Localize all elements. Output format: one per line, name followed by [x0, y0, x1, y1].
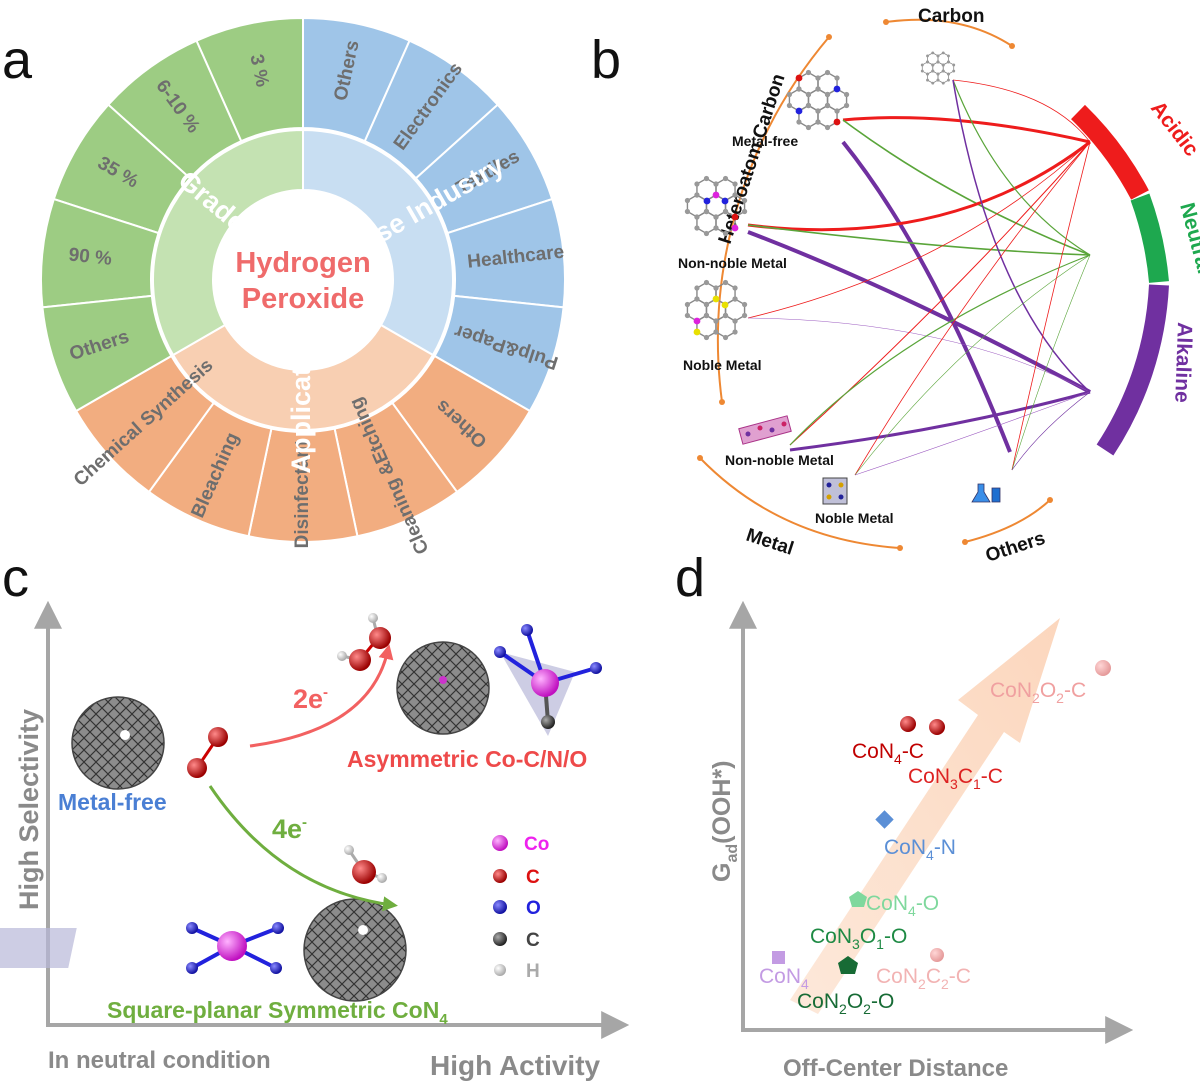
- point-label-con4-o: CoN4-O: [866, 892, 939, 919]
- non-noble-metal-crystal-icon: [738, 415, 792, 445]
- panel-d-label: d: [675, 548, 705, 608]
- label-neutral: Neutral: [1175, 200, 1200, 276]
- square-planar-cage-icon: [303, 898, 407, 1002]
- inner-application-sector: [171, 323, 435, 431]
- panel-c: c High Selectivity In neutral condition …: [0, 548, 630, 1081]
- noble-molecule-icon: [684, 279, 748, 341]
- panel-b-label: b: [591, 30, 621, 90]
- chord-links: [747, 79, 1091, 476]
- grade-sector: [106, 39, 243, 180]
- others-arc: [964, 499, 1051, 543]
- y-axis-label: High Selectivity: [14, 709, 44, 910]
- square-planar-con4-icon: [0, 922, 284, 974]
- panel-a-label: a: [2, 30, 33, 90]
- x-axis-label-left: In neutral condition: [48, 1047, 271, 1074]
- label-metal-free: Metal-free: [732, 133, 798, 149]
- point-marker-con4-n: [875, 810, 894, 829]
- label-non-noble-metal-c: Non-noble Metal: [678, 255, 787, 271]
- non-noble-molecule-icon: [684, 175, 748, 237]
- inner-grade-sector: [152, 128, 304, 357]
- category-heteroatom: Heteroatom Carbon: [715, 71, 790, 246]
- four-e-arrow: [208, 785, 398, 912]
- point-label-con2o2-c: CoN2O2-C: [990, 679, 1086, 706]
- label-noble-metal-c: Noble Metal: [683, 357, 762, 373]
- metal-free-molecule-icon: [786, 69, 850, 131]
- label-alkaline: Alkaline: [1170, 322, 1196, 403]
- metal-free-label: Metal-free: [58, 789, 167, 815]
- x-axis-label-right: High Activity: [430, 1050, 601, 1081]
- point-marker-con2o2-c: [1095, 660, 1111, 676]
- label-noble-metal-m: Noble Metal: [815, 510, 894, 526]
- legend-o-label: O: [526, 898, 541, 919]
- noble-metal-crystal-icon: [822, 477, 848, 505]
- grade-sector: [40, 197, 160, 309]
- application-label: Disinfectant: [292, 439, 313, 548]
- label-non-noble-metal-m: Non-noble Metal: [725, 452, 834, 468]
- square-planar-label: Square-planar Symmetric CoN4: [107, 997, 448, 1028]
- legend-c-label: C: [526, 930, 540, 951]
- legend-c-red-label: C: [526, 867, 540, 888]
- point-marker-con4: [772, 951, 785, 964]
- h2o2-molecule-icon: [337, 613, 391, 671]
- point-marker-con4-c: [900, 716, 916, 732]
- point-label-con2o2-o: CoN2O2-O: [797, 990, 894, 1017]
- asymmetric-cage-icon: [396, 641, 490, 735]
- point-label-con2c2-c: CoN2C2-C: [876, 965, 971, 992]
- d-y-axis-label: Gad(OOH*): [708, 761, 741, 882]
- inner-industry-sector: [302, 128, 454, 357]
- o2-atom-icon: [187, 758, 207, 778]
- two-e-arrow: [249, 644, 394, 748]
- panel-d: d Off-Center Distance Gad(OOH*) CoN2O2-C…: [675, 548, 1134, 1082]
- carbon-arc: [885, 18, 1013, 47]
- panel-b: b Heteroatom Carbon Carbon Metal Others: [591, 6, 1200, 567]
- legend-c-red-icon: [493, 869, 507, 883]
- point-marker-con2o2-o: [838, 956, 858, 974]
- legend-co-label: Co: [524, 834, 549, 855]
- point-label-con4: CoN4: [759, 965, 809, 992]
- h2o-molecule-icon: [344, 845, 387, 884]
- flask-icon: [971, 483, 1001, 503]
- inner-application-label: Application: [286, 327, 316, 474]
- o2-atom-icon: [208, 727, 228, 747]
- legend-c-icon: [493, 932, 507, 946]
- point-marker-con3c1-c: [929, 719, 945, 735]
- category-metal: Metal: [743, 525, 796, 560]
- grade-label: 90 %: [68, 244, 113, 269]
- asymmetric-co-site-icon: [494, 624, 602, 736]
- panel-c-label: c: [2, 548, 29, 608]
- acidic-arc: [1070, 104, 1149, 200]
- legend-o-icon: [493, 900, 507, 914]
- donut-chart: [40, 16, 566, 543]
- d-x-axis-label: Off-Center Distance: [783, 1055, 1008, 1082]
- asymmetric-label: Asymmetric Co-C/N/O: [347, 746, 587, 772]
- legend-h-label: H: [526, 961, 540, 982]
- point-marker-con4-o: [849, 891, 867, 907]
- arc-end-dots: [697, 19, 1053, 551]
- center-title-line2: Peroxide: [242, 283, 365, 315]
- point-label-con3c1-c: CoN3C1-C: [908, 765, 1003, 792]
- center-title-line1: Hydrogen: [235, 247, 370, 279]
- alkaline-arc: [1096, 284, 1169, 456]
- two-e-label: 2e-: [293, 684, 328, 714]
- grade-sector: [195, 16, 304, 143]
- category-carbon: Carbon: [918, 6, 985, 27]
- trend-arrow: [790, 618, 1060, 1014]
- point-marker-con2c2-c: [930, 948, 944, 962]
- grade-sector: [52, 103, 192, 235]
- label-acidic: Acidic: [1146, 97, 1200, 161]
- carbon-molecule-icon: [920, 51, 956, 85]
- metal-arc: [699, 457, 901, 549]
- metal-free-cage-icon: [71, 696, 165, 790]
- neutral-arc: [1130, 193, 1169, 284]
- grade-sector: [41, 294, 173, 413]
- legend-co-icon: [492, 835, 508, 851]
- legend-h-icon: [494, 964, 506, 976]
- atom-legend: Co C O C H: [492, 834, 549, 982]
- four-e-label: 4e-: [272, 814, 307, 844]
- point-label-con4-n: CoN4-N: [884, 836, 956, 863]
- point-label-con4-c: CoN4-C: [852, 740, 924, 767]
